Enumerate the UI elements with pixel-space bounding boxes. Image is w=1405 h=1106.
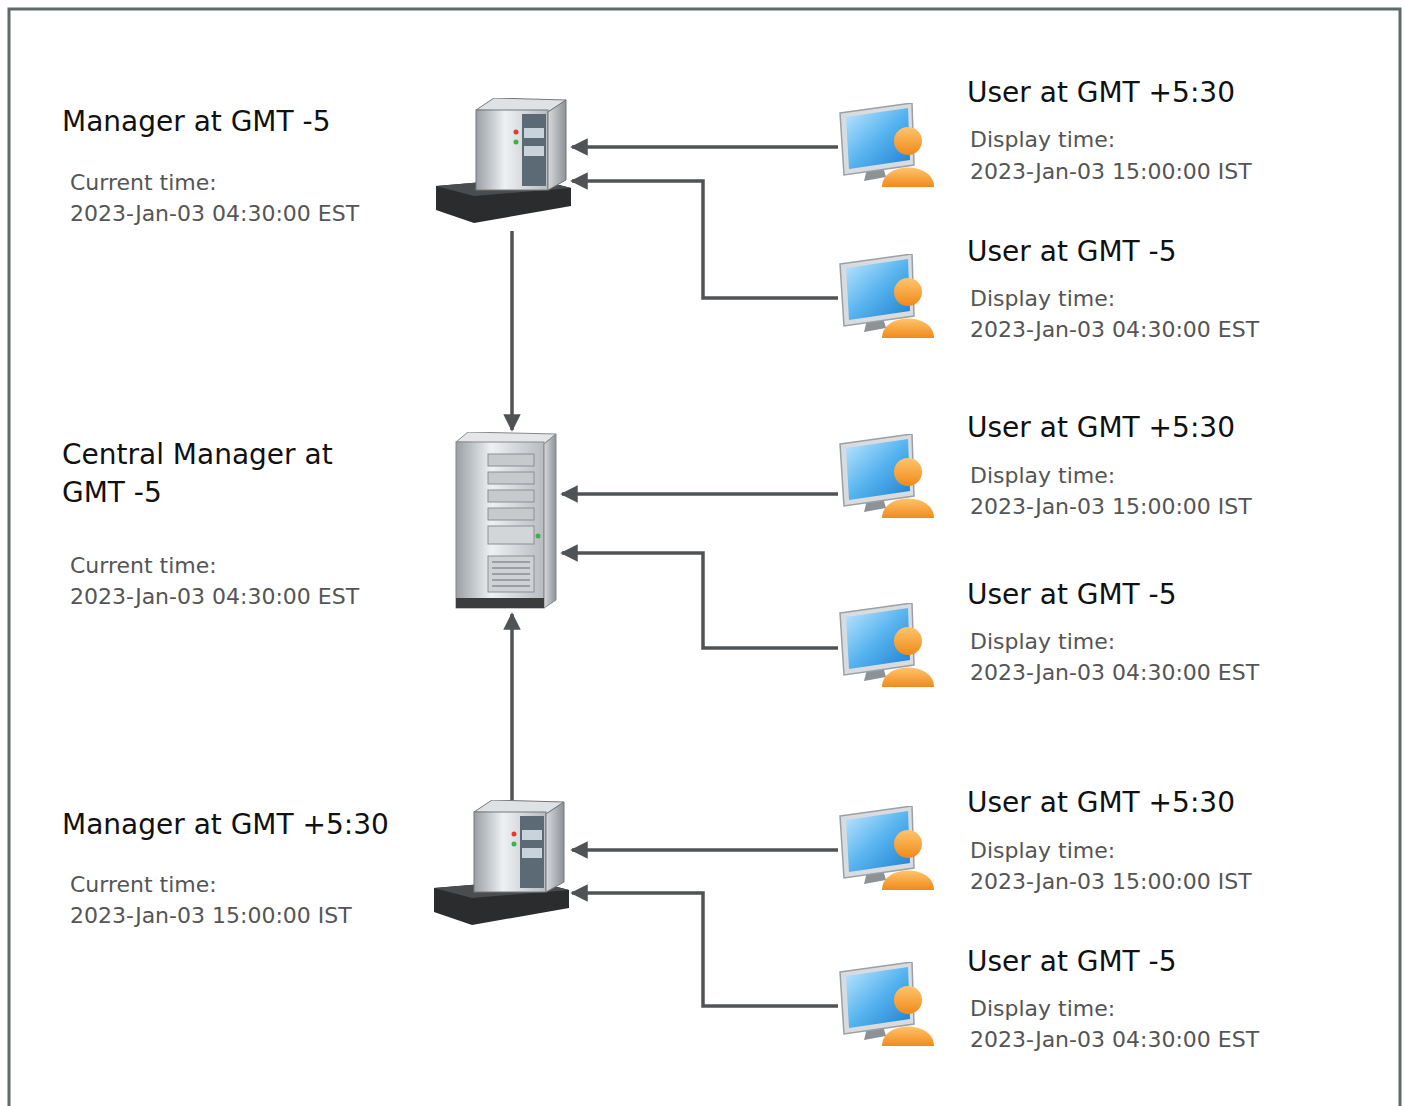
time-value: 2023-Jan-03 15:00:00 IST: [970, 159, 1252, 185]
time-value: 2023-Jan-03 04:30:00 EST: [70, 201, 359, 227]
node-heading: Manager at GMT +5:30: [62, 806, 389, 844]
connector-arrow: [572, 893, 838, 1006]
connector-arrow: [510, 614, 514, 800]
user-node: User at GMT +5:30Display time: 2023-Jan-0…: [838, 782, 1348, 900]
time-caption: Current time:: [70, 872, 217, 898]
connector-arrow: [572, 181, 838, 298]
user-node: User at GMT +5:30Display time: 2023-Jan-0…: [838, 72, 1348, 190]
time-caption: Display time:: [970, 286, 1115, 312]
server-node: Manager at GMT -5 Current time: 2023-Jan-0…: [58, 98, 572, 231]
node-heading: Manager at GMT -5: [62, 103, 330, 141]
time-caption: Display time:: [970, 463, 1115, 489]
node-heading: User at GMT +5:30: [967, 74, 1235, 112]
time-caption: Display time:: [970, 996, 1115, 1022]
time-caption: Display time:: [970, 127, 1115, 153]
time-caption: Display time:: [970, 838, 1115, 864]
time-value: 2023-Jan-03 04:30:00 EST: [70, 584, 359, 610]
time-value: 2023-Jan-03 04:30:00 EST: [970, 1027, 1259, 1053]
time-value: 2023-Jan-03 15:00:00 IST: [970, 869, 1252, 895]
node-heading: User at GMT -5: [967, 943, 1177, 981]
time-value: 2023-Jan-03 04:30:00 EST: [970, 317, 1259, 343]
time-caption: Display time:: [970, 629, 1115, 655]
node-heading: User at GMT -5: [967, 233, 1177, 271]
connector-arrow: [562, 553, 838, 648]
time-value: 2023-Jan-03 15:00:00 IST: [70, 903, 352, 929]
time-value: 2023-Jan-03 15:00:00 IST: [970, 494, 1252, 520]
time-caption: Current time:: [70, 553, 217, 579]
time-caption: Current time:: [70, 170, 217, 196]
connector-arrow: [562, 492, 838, 496]
node-heading: User at GMT +5:30: [967, 409, 1235, 447]
connector-arrow: [572, 145, 838, 149]
connector-arrow: [572, 848, 838, 852]
connector-arrow: [510, 231, 514, 430]
server-node: Manager at GMT +5:30Current time: 2023-Ja…: [58, 800, 572, 933]
user-node: User at GMT +5:30Display time: 2023-Jan-0…: [838, 407, 1348, 525]
time-value: 2023-Jan-03 04:30:00 EST: [970, 660, 1259, 686]
user-node: User at GMT -5 Display time: 2023-Jan-03 0…: [838, 574, 1348, 692]
node-heading: User at GMT -5: [967, 576, 1177, 614]
node-heading: Central Manager at GMT -5: [62, 436, 352, 512]
user-node: User at GMT -5 Display time: 2023-Jan-03 0…: [838, 941, 1348, 1059]
user-node: User at GMT -5 Display time: 2023-Jan-03 0…: [838, 231, 1348, 349]
server-node: Central Manager at GMT -5 Current time: 20…: [58, 430, 562, 614]
node-heading: User at GMT +5:30: [967, 784, 1235, 822]
